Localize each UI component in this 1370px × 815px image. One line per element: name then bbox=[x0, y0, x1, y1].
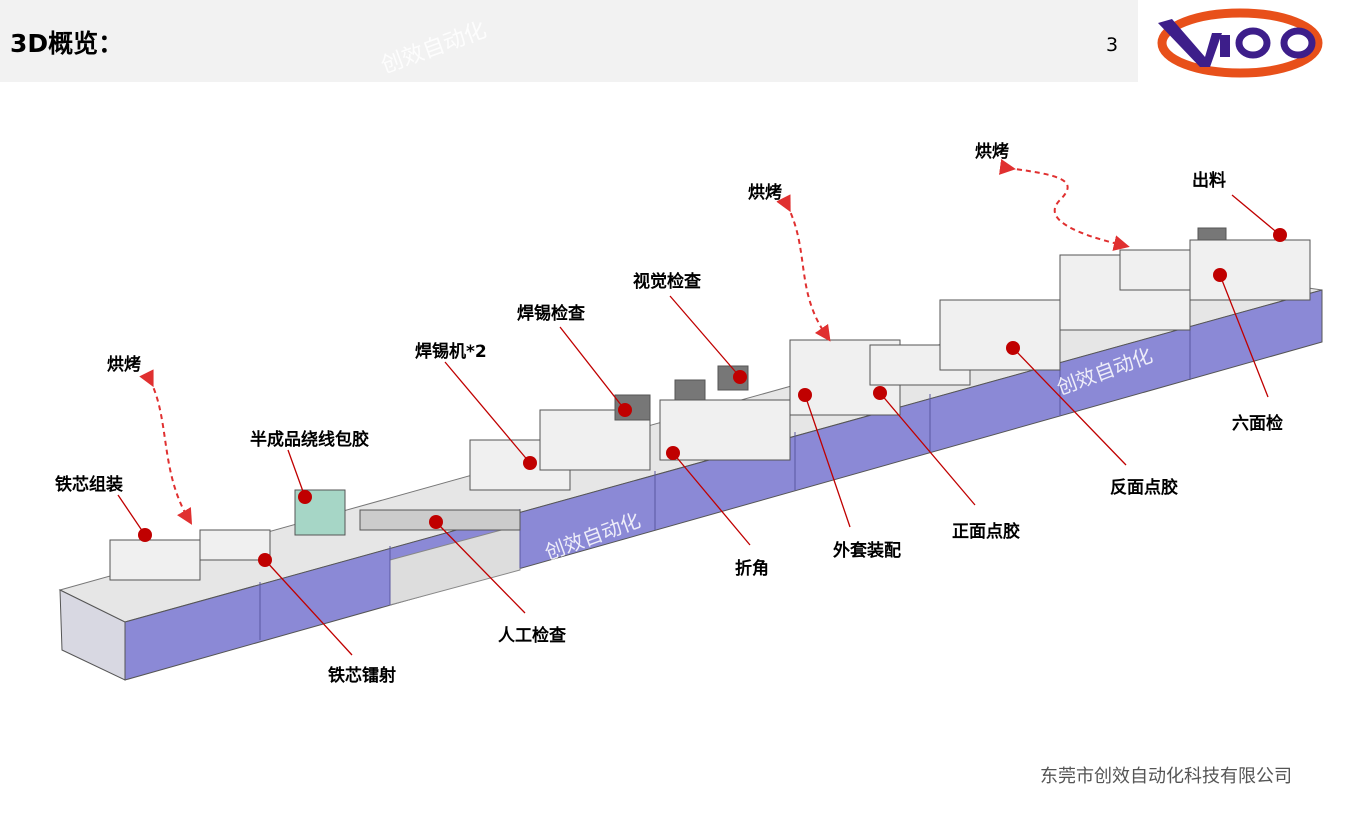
page-title: 3D概览： bbox=[10, 29, 124, 58]
label-front-glue: 正面点胶 bbox=[952, 522, 1020, 542]
label-vision-check: 视觉检查 bbox=[633, 272, 701, 292]
label-back-glue: 反面点胶 bbox=[1110, 478, 1178, 498]
label-sleeve-assembly: 外套装配 bbox=[833, 541, 901, 561]
label-core-laser: 铁芯镭射 bbox=[328, 666, 396, 686]
company-logo bbox=[1157, 8, 1323, 78]
label-output: 出料 bbox=[1192, 171, 1226, 191]
label-six-side: 六面检 bbox=[1232, 414, 1283, 434]
label-manual-check: 人工检查 bbox=[498, 626, 566, 646]
leader-lines bbox=[117, 194, 1281, 656]
label-bake-3: 烘烤 bbox=[975, 142, 1009, 162]
slide-header: 3D概览： 创效自动化 3 bbox=[0, 0, 1138, 82]
label-core-assembly: 铁芯组装 bbox=[55, 475, 123, 495]
bake-arrows bbox=[139, 159, 1130, 525]
label-solder-check: 焊锡检查 bbox=[517, 304, 585, 324]
page-number: 3 bbox=[1106, 34, 1119, 56]
machine-stations bbox=[109, 227, 1311, 581]
label-soldering: 焊锡机*2 bbox=[415, 342, 487, 362]
label-semi-winding: 半成品绕线包胶 bbox=[250, 430, 369, 450]
label-bending: 折角 bbox=[735, 559, 769, 579]
label-bake-1: 烘烤 bbox=[107, 355, 141, 375]
station-markers bbox=[138, 228, 1287, 567]
label-bake-2: 烘烤 bbox=[748, 183, 782, 203]
company-name: 东莞市创效自动化科技有限公司 bbox=[1040, 766, 1292, 787]
